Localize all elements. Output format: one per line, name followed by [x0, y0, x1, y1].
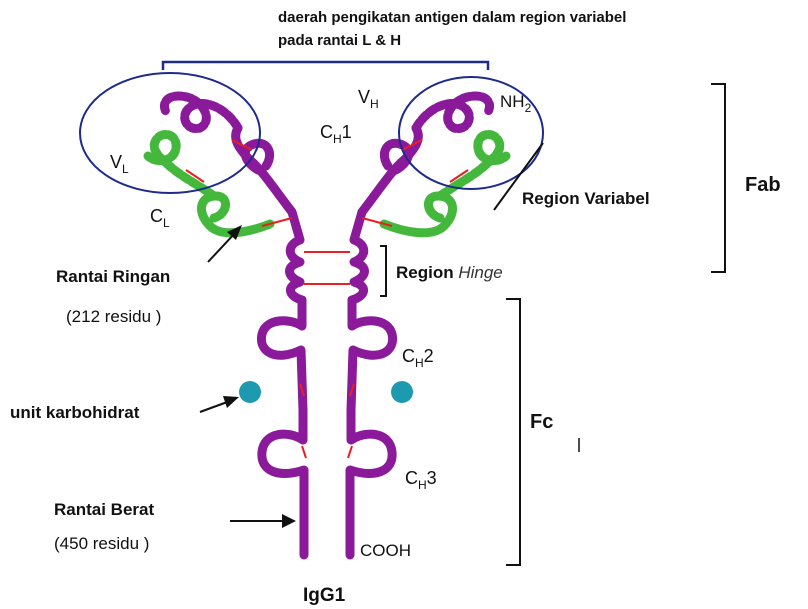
- heavy-chain-right: [350, 128, 418, 555]
- ch3-bond-right: [348, 446, 352, 458]
- label-region-hinge: Region Hinge: [396, 263, 503, 282]
- title-line-1: daerah pengikatan antigen dalam region v…: [278, 9, 626, 26]
- hinge-bracket: [380, 246, 386, 296]
- title-line-2: pada rantai L & H: [278, 32, 401, 49]
- ch3-bond-left: [302, 446, 306, 458]
- label-light-chain: Rantai Ringan: [56, 267, 170, 286]
- label-ch1: CH1: [320, 122, 352, 146]
- disulfide-bonds: [186, 140, 468, 458]
- label-heavy-residues: (450 residu ): [54, 534, 149, 553]
- label-ch2: CH2: [402, 346, 434, 370]
- label-carbohydrate: unit karbohidrat: [10, 403, 140, 422]
- label-ch3: CH3: [405, 468, 437, 492]
- heavy-variable-left: [164, 96, 238, 129]
- light-chain-left: [201, 196, 270, 233]
- label-region-variabel: Region Variabel: [522, 189, 650, 208]
- heavy-chain-left: [236, 128, 304, 555]
- light-chain-right: [384, 196, 453, 233]
- light-chains: [148, 134, 506, 232]
- fab-bracket: [711, 84, 725, 272]
- label-heavy-chain: Rantai Berat: [54, 500, 154, 519]
- heavy-chains: [164, 96, 489, 555]
- label-cooh: COOH: [360, 541, 411, 560]
- fc-bracket: [506, 299, 520, 565]
- label-nh2: NH2: [500, 92, 532, 115]
- label-vl: VL: [110, 152, 129, 176]
- heavy-variable-right: [416, 96, 490, 129]
- label-fc: Fc: [530, 411, 553, 433]
- antigen-site-connector: [163, 62, 488, 70]
- label-cl: CL: [150, 206, 170, 230]
- label-vh: VH: [358, 87, 379, 111]
- carbohydrate-arrowhead: [223, 396, 239, 408]
- heavy-chain-arrowhead: [282, 514, 296, 528]
- light-variable-left: [148, 134, 214, 196]
- carbohydrate-right: [391, 381, 413, 403]
- label-light-residues: (212 residu ): [66, 307, 161, 326]
- label-fab: Fab: [745, 174, 781, 196]
- carbohydrate-left: [239, 381, 261, 403]
- label-igg1: IgG1: [303, 585, 346, 606]
